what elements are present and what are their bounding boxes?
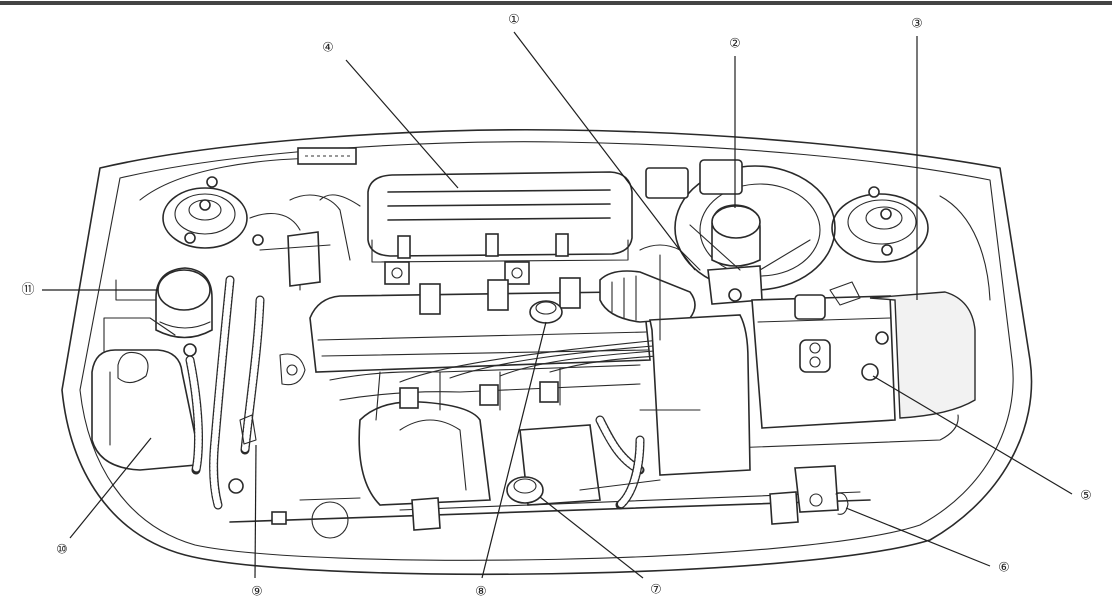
dipstick xyxy=(835,492,849,515)
valve-cover xyxy=(309,277,651,373)
callout-10: ⑩ xyxy=(56,543,68,558)
leader-6 xyxy=(845,507,991,567)
callout-5-label: ⑤ xyxy=(1080,489,1092,504)
leader-8 xyxy=(481,321,547,579)
callout-5: ⑤ xyxy=(1080,489,1092,504)
leader-1 xyxy=(513,31,696,271)
relay-box xyxy=(869,291,976,419)
cowl-grille xyxy=(297,147,357,165)
callout-6-label: ⑥ xyxy=(998,561,1010,576)
right-strut-tower xyxy=(831,186,929,263)
air-cleaner-cover xyxy=(367,171,633,285)
power-steering-reservoir xyxy=(115,267,213,357)
callout-labels: ① ② ③ ④ ⑤ ⑥ ⑦ ⑧ ⑨ ⑩ ⑪ xyxy=(21,13,1091,600)
coolant-hoses xyxy=(185,275,645,510)
leader-7 xyxy=(539,496,644,579)
vacuum-lines xyxy=(249,194,811,491)
callout-4-label: ④ xyxy=(322,41,334,56)
callout-2-label: ② xyxy=(729,37,741,52)
callout-9-label: ⑨ xyxy=(251,585,263,600)
callout-4: ④ xyxy=(322,41,334,56)
callout-8-label: ⑧ xyxy=(475,585,487,600)
lower-left-components xyxy=(228,353,361,539)
leader-10 xyxy=(69,437,152,539)
callout-7: ⑦ xyxy=(650,583,662,598)
intake-manifold xyxy=(329,364,641,421)
callout-8: ⑧ xyxy=(475,585,487,600)
leader-4 xyxy=(345,59,459,189)
air-intake-duct xyxy=(599,270,751,476)
callout-9: ⑨ xyxy=(251,585,263,600)
timing-cover xyxy=(358,401,601,506)
left-strut-tower xyxy=(162,176,264,249)
callout-6: ⑥ xyxy=(998,561,1010,576)
callout-10-label: ⑩ xyxy=(56,543,68,558)
callout-1: ① xyxy=(508,13,520,28)
brake-master-cylinder xyxy=(645,159,836,305)
oil-filler-cap xyxy=(529,300,563,324)
callout-3-label: ③ xyxy=(911,17,923,32)
leader-5 xyxy=(872,375,1073,495)
callout-3: ③ xyxy=(911,17,923,32)
callout-11: ⑪ xyxy=(21,283,34,298)
leader-9 xyxy=(254,444,257,579)
washer-reservoir xyxy=(91,317,197,471)
callout-2: ② xyxy=(729,37,741,52)
engine-bay-outline xyxy=(61,129,1033,576)
radiator-cap xyxy=(506,476,544,504)
callout-7-label: ⑦ xyxy=(650,583,662,598)
battery xyxy=(751,281,896,429)
callout-11-label: ⑪ xyxy=(21,283,34,298)
callout-1-label: ① xyxy=(508,13,520,28)
radiator-support xyxy=(229,465,871,531)
leader-lines xyxy=(42,31,1073,579)
